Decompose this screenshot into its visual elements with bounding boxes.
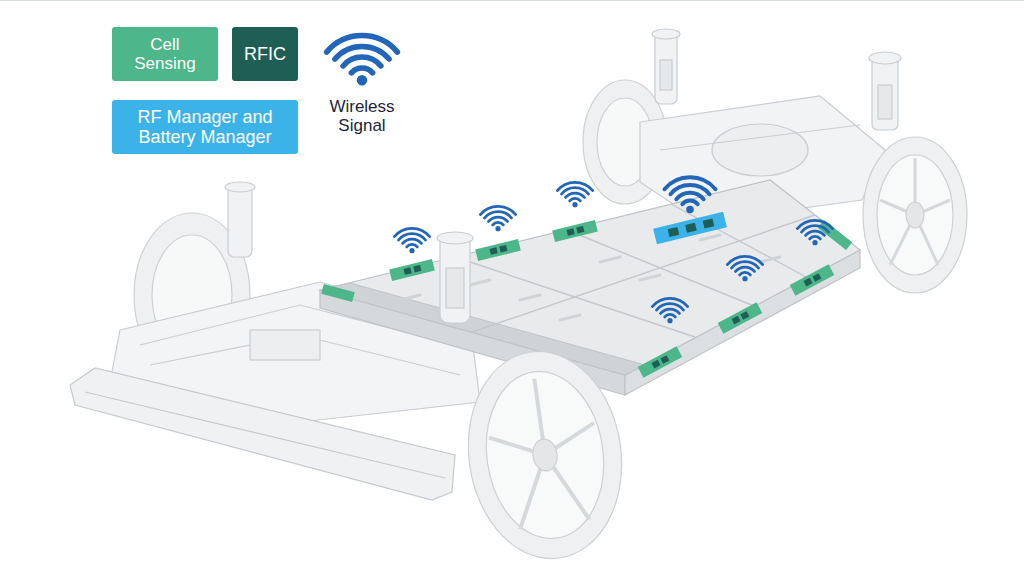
battery-pack: [760, 257, 780, 262]
legend-wireless-icon: [327, 36, 398, 86]
near-front-strut: [437, 232, 473, 323]
rear-drive-unit: [712, 124, 808, 176]
wireless-signal-icon: [797, 220, 832, 245]
cell-sensing-module: [389, 259, 435, 281]
rear-drive-unit: [660, 125, 860, 150]
near-rear-strut: [869, 52, 901, 64]
cell-sensing-module: [490, 247, 498, 254]
near-rear-strut: [869, 52, 901, 130]
near-rear-strut: [872, 56, 898, 130]
legend-entry: Wireless Signal: [302, 97, 422, 146]
cell-sensing-module: [718, 302, 762, 333]
far-front-strut: [225, 182, 255, 192]
battery-pack: [400, 295, 420, 300]
battery-pack: [520, 295, 540, 300]
cell-sensing-module: [321, 284, 354, 302]
cell-sensing-module: [413, 265, 421, 272]
legend-text: RF Manager and Battery Manager: [121, 107, 289, 147]
cell-sensing-module: [740, 311, 749, 320]
cell-sensing-module: [404, 267, 412, 274]
cell-sensing-module: [790, 264, 834, 295]
legend-swatch: RF Manager and Battery Manager: [112, 100, 298, 154]
cell-sensing-module: [660, 355, 669, 364]
cell-sensing-module: [804, 278, 813, 287]
cell-sensing-module: [552, 220, 598, 242]
near-front-strut: [440, 235, 470, 323]
cell-sensing-module: [638, 346, 682, 377]
near-rear-wheel: [863, 137, 967, 293]
near-front-wheel: [482, 371, 607, 531]
far-rear-strut: [652, 29, 680, 39]
legend-text: Cell Sensing: [126, 35, 204, 73]
cell-sensing-module: [567, 228, 575, 235]
top-rule: [0, 0, 1024, 1]
battery-manager-module: [668, 227, 680, 237]
battery-pack: [600, 257, 620, 262]
battery-pack: [320, 180, 860, 375]
wireless-signal-icon: [652, 298, 687, 323]
battery-pack: [640, 275, 660, 280]
cell-sensing-module: [638, 346, 682, 377]
battery-manager-module: [653, 212, 727, 245]
battery-manager-module: [653, 212, 727, 245]
wireless-signal-icon: [557, 182, 592, 207]
near-front-wheel: [455, 341, 634, 567]
front-bumper-beam: [70, 368, 455, 500]
battery-pack: [320, 180, 860, 395]
cell-sensing-module: [321, 284, 354, 302]
near-front-wheel: [531, 437, 559, 472]
front-bumper-beam: [85, 392, 445, 478]
cell-sensing-module: [389, 259, 435, 281]
legend-wireless-icon: [327, 36, 398, 86]
battery-pack: [560, 315, 580, 320]
cell-sensing-module: [652, 360, 661, 369]
cell-sensing-module: [576, 226, 584, 233]
far-front-strut: [228, 185, 252, 257]
cell-sensing-module: [475, 239, 521, 261]
far-rear-strut: [660, 60, 672, 90]
cell-sensing-module: [812, 273, 821, 282]
battery-pack: [700, 235, 720, 240]
near-front-strut: [446, 268, 464, 308]
battery-manager-module: [703, 218, 715, 228]
wireless-signal-icon: [394, 228, 429, 253]
near-front-wheel: [455, 341, 634, 567]
near-rear-wheel: [880, 158, 950, 265]
near-rear-strut: [878, 85, 892, 119]
cell-sensing-module: [790, 264, 834, 295]
wireless-signal-icon: [394, 177, 832, 323]
battery-manager-module: [685, 223, 697, 233]
battery-pack: [470, 280, 490, 285]
battery-pack: [472, 215, 815, 332]
near-front-wheel: [476, 364, 614, 547]
near-front-strut: [437, 232, 473, 244]
cell-sensing-module: [321, 220, 852, 378]
legend-swatch: Cell Sensing: [112, 27, 218, 81]
cell-sensing-module: [732, 316, 741, 325]
near-rear-wheel: [877, 155, 953, 275]
front-subframe: [250, 330, 320, 360]
cell-sensing-module: [499, 245, 507, 252]
wireless-signal-icon: [665, 177, 716, 213]
cell-sensing-module: [718, 302, 762, 333]
far-front-strut: [225, 182, 255, 257]
near-rear-wheel: [863, 137, 967, 293]
legend-text: RFIC: [244, 44, 286, 64]
cell-sensing-module: [552, 220, 598, 242]
near-rear-wheel: [906, 202, 924, 228]
front-bumper-beam: [70, 368, 455, 500]
legend-text: Wireless Signal: [316, 97, 408, 135]
wireless-signal-icon: [727, 256, 762, 281]
far-rear-strut: [652, 29, 680, 104]
legend-swatch: RFIC: [232, 27, 298, 81]
wireless-signal-icon: [480, 206, 515, 231]
far-rear-strut: [655, 32, 677, 104]
battery-pack: [455, 204, 815, 337]
cell-sensing-module: [475, 239, 521, 261]
